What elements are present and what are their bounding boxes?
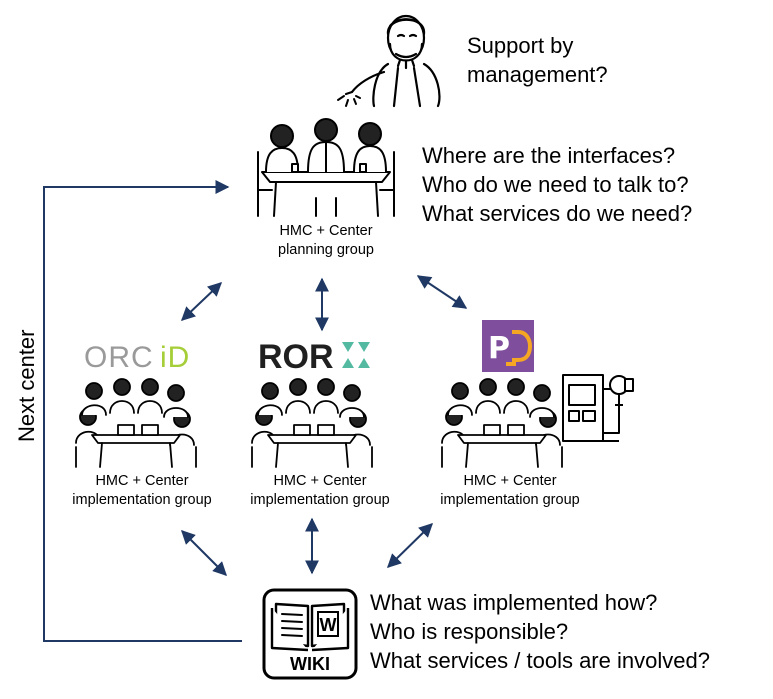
- management-question: Support by management?: [467, 31, 608, 89]
- pid-group-label-line-2: implementation group: [440, 492, 580, 508]
- orcid-group-label-line-1: HMC + Center: [95, 473, 189, 489]
- planning-question-1: Where are the interfaces?: [422, 143, 676, 168]
- wiki-page-letter: W: [320, 615, 337, 635]
- wiki-icon-label: WIKI: [290, 654, 330, 674]
- management-figure-icon: [337, 14, 441, 108]
- wiki-question-1: What was implemented how?: [370, 590, 658, 615]
- orcid-implementation-group-people-icon: [75, 378, 197, 468]
- pid-implementation-group-people-icon: [441, 378, 563, 468]
- pid-logo-letter-p: P: [488, 331, 510, 366]
- orcid-logo-icon: ORC iD: [84, 341, 190, 374]
- pid-logo-icon: P: [482, 320, 534, 372]
- wiki-questions: What was implemented how? Who is respons…: [370, 588, 710, 675]
- wiki-question-2: Who is responsible?: [370, 619, 569, 644]
- arrow-orcid-wiki: [181, 530, 227, 576]
- ror-group-label-line-1: HMC + Center: [273, 473, 367, 489]
- wiki-question-3: What services / tools are involved?: [370, 648, 710, 673]
- ror-implementation-group-people-icon: [251, 378, 373, 468]
- orcid-group-label-line-2: implementation group: [72, 492, 212, 508]
- planning-group-label-line-2: planning group: [278, 242, 374, 258]
- orcid-logo-text-id: iD: [160, 341, 190, 374]
- ror-group-label-line-2: implementation group: [250, 492, 390, 508]
- planning-group-people-icon: [257, 118, 395, 217]
- management-question-line-1: Support by: [467, 33, 574, 58]
- pid-implementation-group-label: HMC + Center implementation group: [428, 472, 592, 510]
- next-center-loop-line: [43, 180, 242, 642]
- planning-group-label-line-1: HMC + Center: [279, 223, 373, 239]
- ror-logo-text: ROR: [258, 338, 334, 376]
- pid-group-label-line-1: HMC + Center: [463, 473, 557, 489]
- planning-question-3: What services do we need?: [422, 201, 693, 226]
- orcid-logo-text-orc: ORC: [84, 341, 154, 374]
- next-center-label: Next center: [14, 329, 39, 443]
- next-center-label-wrap: Next center: [0, 330, 82, 443]
- ror-logo-icon: ROR: [258, 338, 370, 376]
- lab-instrument-icon: [562, 374, 634, 442]
- planning-group-label: HMC + Center planning group: [252, 222, 400, 260]
- arrow-planning-pid: [416, 275, 468, 309]
- ror-implementation-group-label: HMC + Center implementation group: [238, 472, 402, 510]
- planning-questions: Where are the interfaces? Who do we need…: [422, 141, 692, 228]
- arrow-planning-orcid: [180, 282, 223, 321]
- arrow-pid-wiki: [386, 523, 434, 568]
- orcid-implementation-group-label: HMC + Center implementation group: [60, 472, 224, 510]
- management-question-line-2: management?: [467, 62, 608, 87]
- planning-question-2: Who do we need to talk to?: [422, 172, 689, 197]
- wiki-book-icon: W WIKI: [262, 588, 358, 680]
